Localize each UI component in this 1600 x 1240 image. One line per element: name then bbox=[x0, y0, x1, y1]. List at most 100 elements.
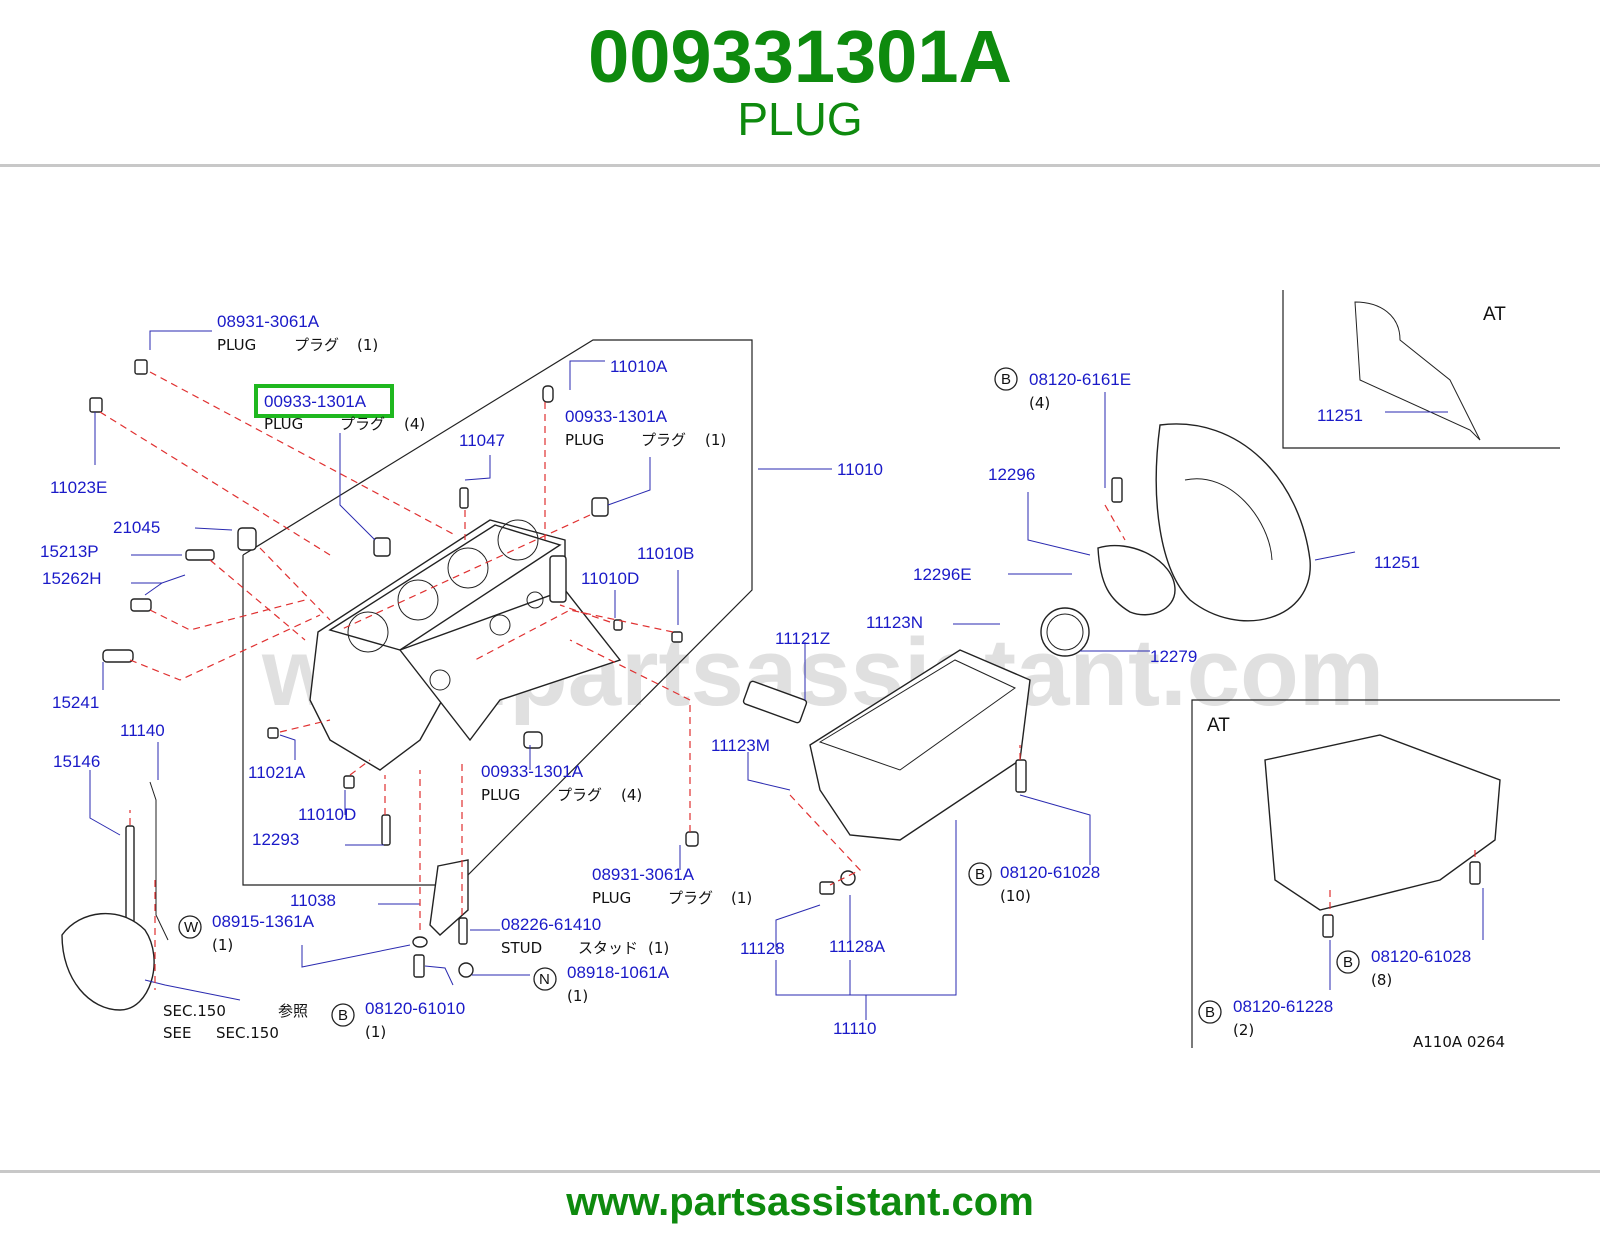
callout-qty: (4) bbox=[404, 415, 425, 433]
badge-letter: B bbox=[338, 1007, 348, 1024]
rear-plate-drawing bbox=[1040, 301, 1501, 938]
callout-part-number[interactable]: 11010 bbox=[837, 460, 883, 479]
badge-letter: W bbox=[184, 919, 199, 936]
callout-qty: (8) bbox=[1371, 971, 1392, 989]
cylinder-block-drawing bbox=[309, 519, 622, 771]
callout-part-number[interactable]: 11038 bbox=[290, 891, 336, 910]
callout-part-number[interactable]: 15241 bbox=[52, 693, 99, 712]
callout-part-number[interactable]: 11251 bbox=[1317, 406, 1363, 425]
callout-part-name: PLUG bbox=[565, 431, 604, 449]
callout-part-number[interactable]: 12293 bbox=[252, 830, 299, 849]
callout-part-number[interactable]: 08918-1061A bbox=[567, 963, 670, 982]
badge-circle bbox=[331, 1003, 355, 1027]
badge-circle bbox=[178, 915, 202, 939]
callout-part-number[interactable]: 08120-6161E bbox=[1029, 370, 1131, 389]
badge-letter: B bbox=[975, 866, 985, 883]
callout-qty: (1) bbox=[365, 1023, 386, 1041]
callout-part-name-jp: プラグ bbox=[294, 336, 339, 354]
callout-part-number[interactable]: 11010D bbox=[581, 569, 639, 588]
callout-part-number[interactable]: 11021A bbox=[248, 763, 306, 782]
callout-qty: (1) bbox=[731, 889, 752, 907]
callout-part-number[interactable]: 15213P bbox=[40, 542, 99, 561]
section-ref-jp: 参照 bbox=[278, 1002, 308, 1020]
diagram-reference-code: A110A 0264 bbox=[1413, 1033, 1505, 1051]
highlight-box bbox=[254, 384, 394, 418]
callout-part-name-jp: プラグ bbox=[340, 415, 385, 433]
section-ref: SEC.150 bbox=[163, 1002, 226, 1020]
part-name-subtitle: PLUG bbox=[737, 93, 863, 145]
callout-qty: (1) bbox=[705, 431, 726, 449]
callout-part-number[interactable]: 08226-61410 bbox=[501, 915, 601, 934]
callout-part-number[interactable]: 11023E bbox=[50, 478, 107, 497]
callout-qty: (1) bbox=[648, 939, 669, 957]
callout-part-number[interactable]: 21045 bbox=[113, 518, 160, 537]
callout-part-name-jp: プラグ bbox=[668, 889, 713, 907]
footer-divider bbox=[0, 1170, 1600, 1173]
part-number-title: 009331301A bbox=[588, 15, 1012, 98]
callout-part-number[interactable]: 11121Z bbox=[775, 629, 830, 648]
callout-part-number[interactable]: 11128 bbox=[740, 939, 785, 958]
callout-part-number[interactable]: 11010D bbox=[298, 805, 356, 824]
at-box-bottom bbox=[1191, 699, 1560, 1048]
callout-part-name: PLUG bbox=[217, 336, 256, 354]
callout-part-number[interactable]: 08915-1361A bbox=[212, 912, 315, 931]
callout-part-number[interactable]: 08120-61010 bbox=[365, 999, 465, 1018]
at-box-top bbox=[1282, 290, 1560, 449]
section-see: SEE bbox=[163, 1024, 191, 1042]
callout-part-number[interactable]: 08931-3061A bbox=[592, 865, 695, 884]
callout-part-number[interactable]: 11010A bbox=[610, 357, 668, 376]
block-frame bbox=[242, 339, 753, 886]
oil-pan-drawing bbox=[742, 649, 1031, 895]
callout-part-number[interactable]: 11123M bbox=[711, 736, 770, 755]
callout-part-name-jp: スタッド bbox=[578, 939, 638, 957]
callout-part-name: PLUG bbox=[481, 786, 520, 804]
callout-part-number[interactable]: 11047 bbox=[459, 431, 505, 450]
section-see-ref: SEC.150 bbox=[216, 1024, 279, 1042]
callouts: 08931-3061A PLUG プラグ (1) 00933-1301A PLU… bbox=[40, 304, 1506, 1051]
callout-part-number[interactable]: 08120-61228 bbox=[1233, 997, 1333, 1016]
callout-part-number[interactable]: 11123N bbox=[866, 613, 923, 632]
badge-letter: N bbox=[539, 971, 550, 988]
badge-letter: B bbox=[1343, 954, 1353, 971]
callout-part-number[interactable]: 12279 bbox=[1150, 647, 1197, 666]
callout-qty: (1) bbox=[212, 936, 233, 954]
badge-circle bbox=[1336, 950, 1360, 974]
callout-part-number[interactable]: 08931-3061A bbox=[217, 312, 320, 331]
parts-diagram: www.partsassistant.com bbox=[40, 290, 1560, 1051]
callout-part-number[interactable]: 11010B bbox=[637, 544, 694, 563]
callout-qty: (4) bbox=[621, 786, 642, 804]
callout-part-number[interactable]: 00933-1301A bbox=[565, 407, 668, 426]
header-divider bbox=[0, 164, 1600, 167]
small-parts bbox=[61, 359, 699, 1011]
callout-part-number[interactable]: 00933-1301A bbox=[481, 762, 584, 781]
callout-part-name-jp: プラグ bbox=[557, 786, 602, 804]
callout-part-number[interactable]: 08120-61028 bbox=[1000, 863, 1100, 882]
callout-part-number[interactable]: 11110 bbox=[833, 1019, 877, 1038]
badge-circle bbox=[994, 367, 1018, 391]
callout-part-name: PLUG bbox=[264, 415, 303, 433]
leader-lines bbox=[89, 330, 1484, 1020]
callout-part-name: STUD bbox=[501, 939, 542, 957]
callout-qty: (4) bbox=[1029, 394, 1050, 412]
dashed-lines bbox=[99, 371, 1476, 990]
at-label: AT bbox=[1483, 304, 1506, 325]
badge-circle bbox=[1198, 1000, 1222, 1024]
callout-part-number[interactable]: 15146 bbox=[53, 752, 100, 771]
footer-url[interactable]: www.partsassistant.com bbox=[566, 1180, 1034, 1224]
callout-part-number[interactable]: 15262H bbox=[42, 569, 102, 588]
callout-part-name: PLUG bbox=[592, 889, 631, 907]
at-label: AT bbox=[1207, 715, 1230, 736]
callout-part-number-highlighted[interactable]: 00933-1301A bbox=[264, 392, 367, 411]
badge-circle bbox=[533, 967, 557, 991]
callout-part-number[interactable]: 12296E bbox=[913, 565, 972, 584]
badge-letter: B bbox=[1001, 371, 1011, 388]
callout-qty: (10) bbox=[1000, 887, 1031, 905]
callout-part-name-jp: プラグ bbox=[641, 431, 686, 449]
callout-part-number[interactable]: 11128A bbox=[829, 937, 886, 956]
callout-part-number[interactable]: 12296 bbox=[988, 465, 1035, 484]
callout-part-number[interactable]: 08120-61028 bbox=[1371, 947, 1471, 966]
callout-part-number[interactable]: 11251 bbox=[1374, 553, 1420, 572]
badge-letter: B bbox=[1205, 1004, 1215, 1021]
callout-part-number[interactable]: 11140 bbox=[120, 721, 165, 740]
callout-qty: (1) bbox=[357, 336, 378, 354]
